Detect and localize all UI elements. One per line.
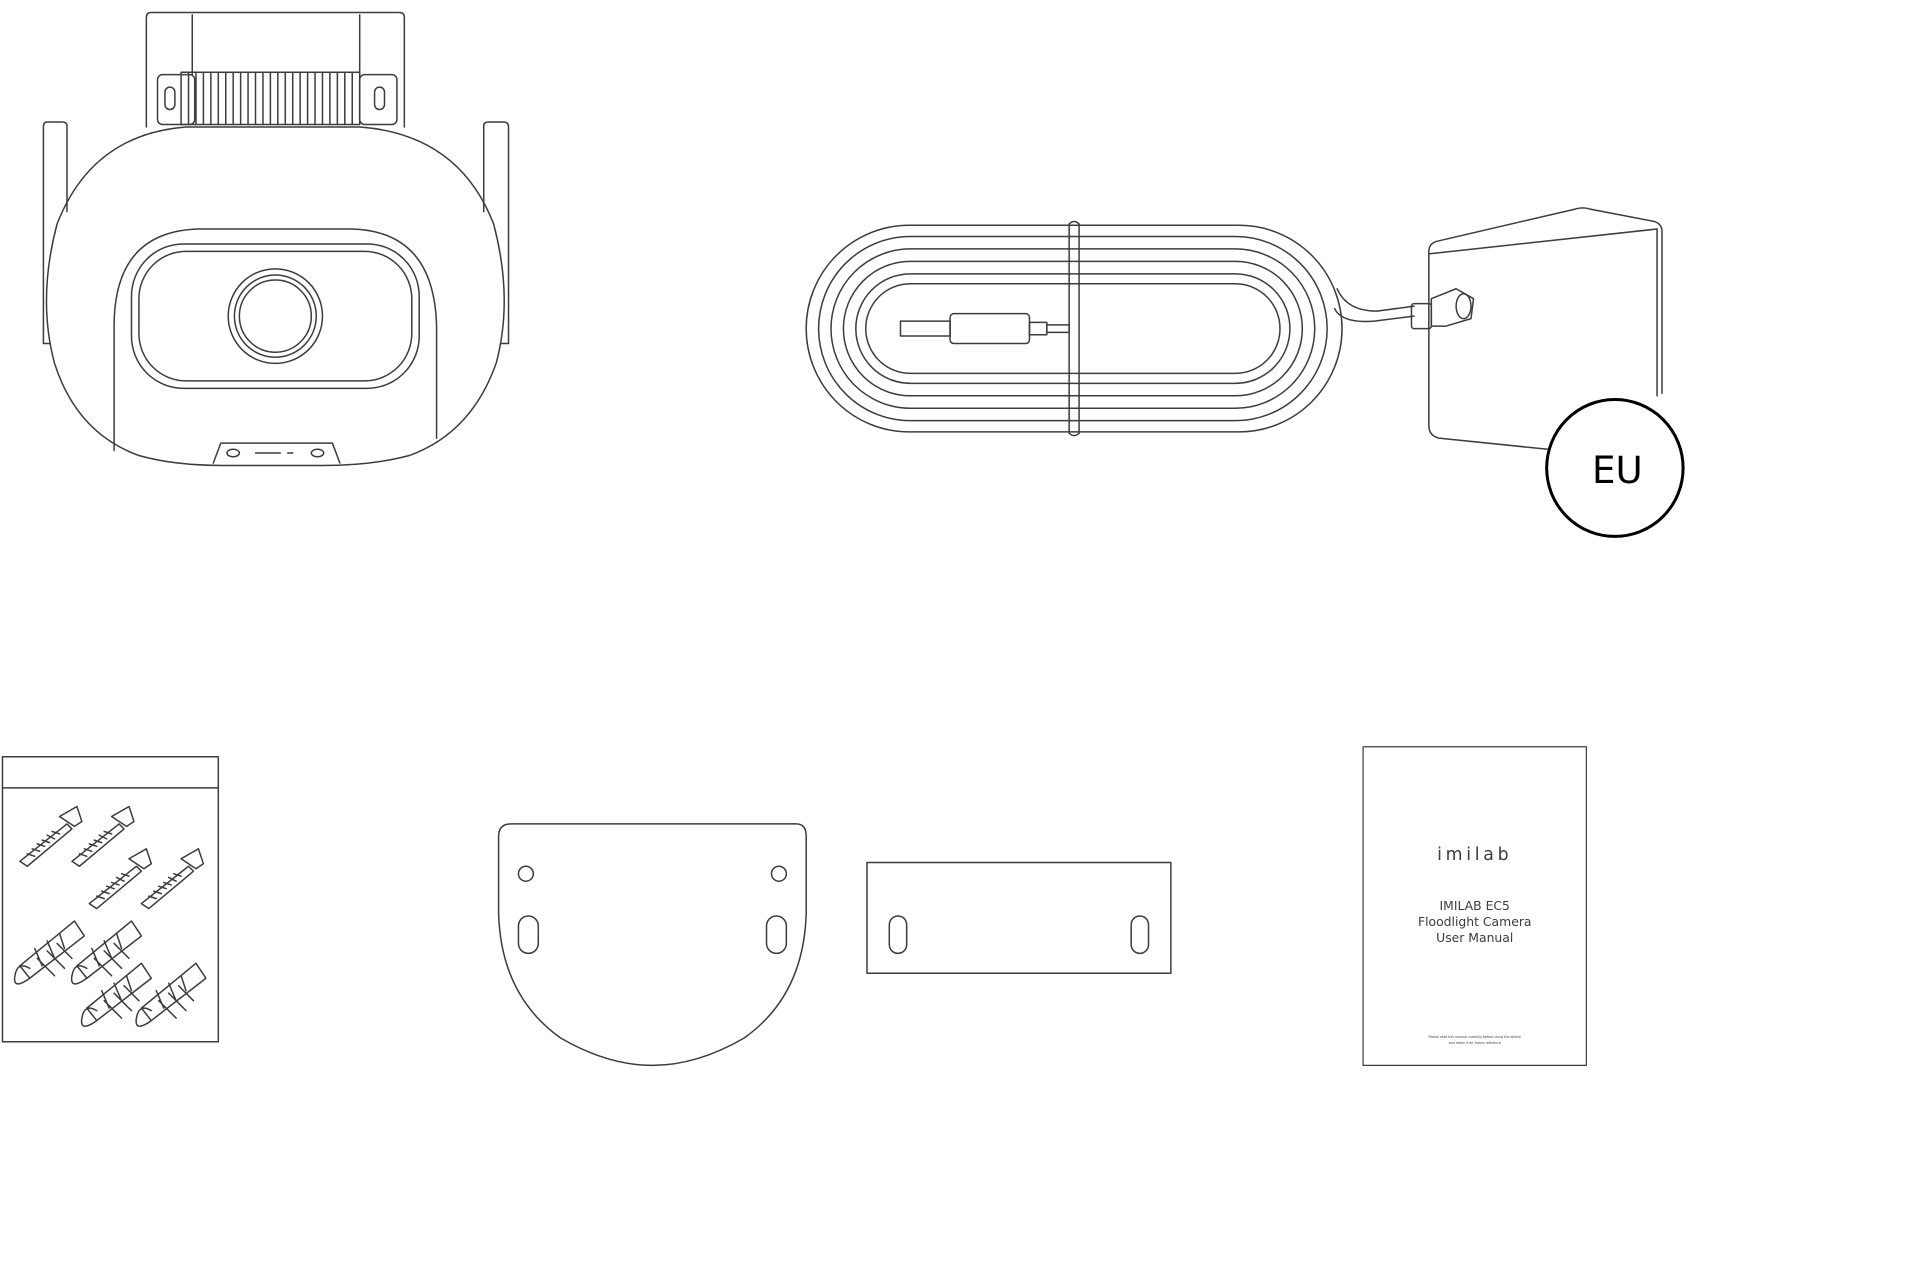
user-manual-booklet (1363, 747, 1586, 1066)
manual-title-line-3: User Manual (1436, 930, 1513, 945)
power-adapter-with-cable (806, 208, 1662, 451)
manual-title-line-2: Floodlight Camera (1418, 914, 1532, 929)
mounting-plate (499, 824, 807, 1065)
screw (72, 807, 134, 867)
screw (20, 807, 82, 867)
imilab-brand-logo: imilab (1437, 845, 1512, 865)
screw (141, 849, 203, 909)
eu-badge-label: EU (1592, 448, 1643, 492)
screw (89, 849, 151, 909)
floodlight-camera (43, 12, 508, 465)
screw-and-anchor-bag (2, 757, 218, 1042)
wall-anchor (82, 963, 152, 1026)
wall-anchor (72, 921, 142, 984)
wall-anchor (15, 921, 85, 984)
wall-anchor (136, 963, 206, 1026)
user-manual-text: imilab IMILAB EC5 Floodlight Camera User… (1418, 845, 1532, 1045)
manual-title-line-1: IMILAB EC5 (1440, 898, 1510, 913)
manual-fine-print-1: Please read this manual carefully before… (1429, 1035, 1521, 1039)
manual-fine-print-2: and retain it for future reference (1449, 1041, 1501, 1045)
eu-region-badge: EU (1547, 400, 1683, 537)
mounting-bracket-strip (867, 863, 1171, 974)
